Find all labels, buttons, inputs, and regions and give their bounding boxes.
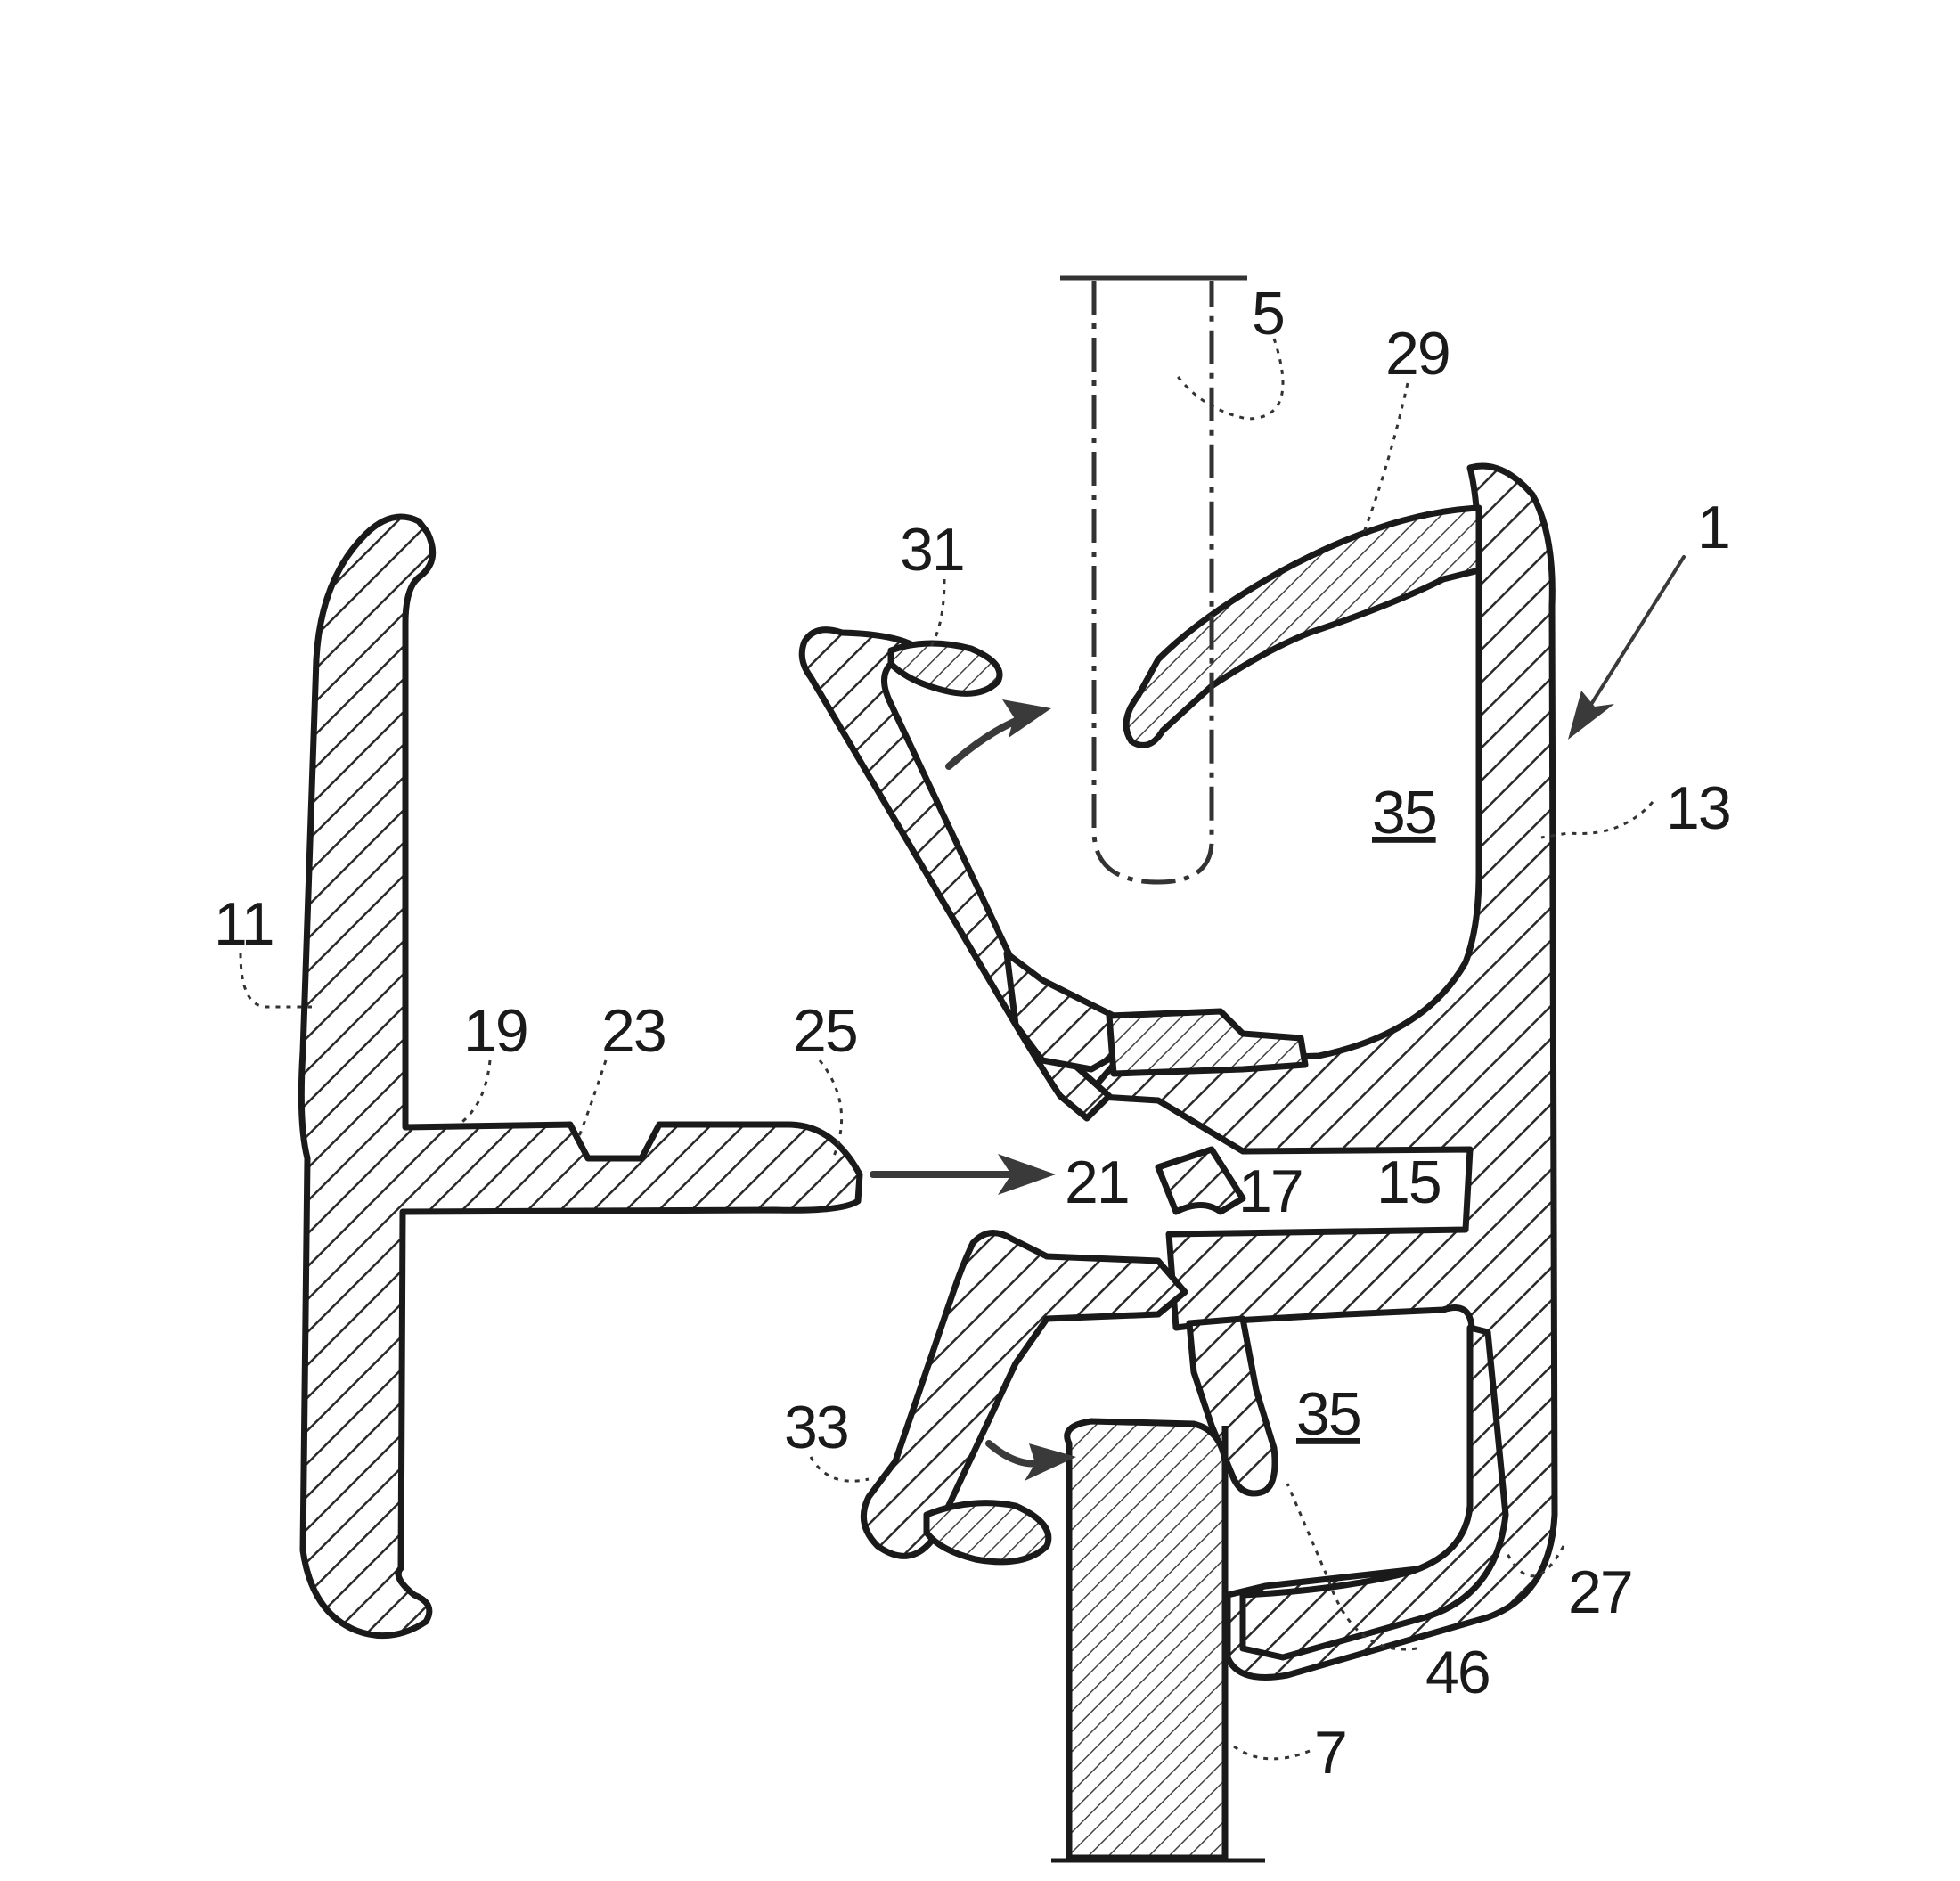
profile-11-flange (301, 517, 860, 1636)
ref-31: 31 (900, 516, 964, 584)
ref-27: 27 (1568, 1558, 1632, 1626)
leader-31 (931, 579, 944, 646)
panel-7 (1067, 1421, 1225, 1858)
leader-19 (459, 1060, 490, 1125)
leader-11 (241, 953, 312, 1007)
lip-33-tip (927, 1503, 1049, 1562)
lip-31-base (1007, 953, 1123, 1069)
ref-46: 46 (1425, 1639, 1490, 1706)
leader-23 (579, 1060, 606, 1136)
lip-31-tip (891, 643, 1000, 693)
ref-19: 19 (463, 997, 527, 1065)
insert-strip (1109, 1011, 1305, 1074)
ref-35-lower: 35 (1296, 1380, 1360, 1448)
ref-5: 5 (1252, 280, 1284, 348)
ref-1: 1 (1697, 494, 1729, 561)
ref-29: 29 (1385, 320, 1450, 388)
ref-17: 17 (1238, 1157, 1303, 1225)
locking-member-15 (1158, 1149, 1243, 1212)
ref-25: 25 (793, 997, 857, 1065)
ref-21: 21 (1065, 1149, 1129, 1216)
reference-1-arrow (1586, 557, 1684, 713)
ref-23: 23 (601, 997, 666, 1065)
ref-13: 13 (1666, 774, 1730, 842)
ref-7: 7 (1314, 1719, 1346, 1787)
leader-29 (1363, 383, 1408, 535)
leader-5 (1176, 339, 1283, 419)
leader-7 (1234, 1746, 1310, 1759)
ref-35-upper: 35 (1372, 779, 1436, 846)
ref-15: 15 (1376, 1149, 1441, 1216)
ref-33: 33 (784, 1394, 848, 1461)
lip-29 (1126, 508, 1479, 745)
ref-11: 11 (214, 890, 274, 958)
lip-31-deflection-arrowhead (1002, 699, 1051, 738)
panel-5-phantom (1094, 281, 1212, 882)
reference-1-arrowhead (1568, 691, 1614, 740)
leader-13 (1541, 802, 1653, 838)
